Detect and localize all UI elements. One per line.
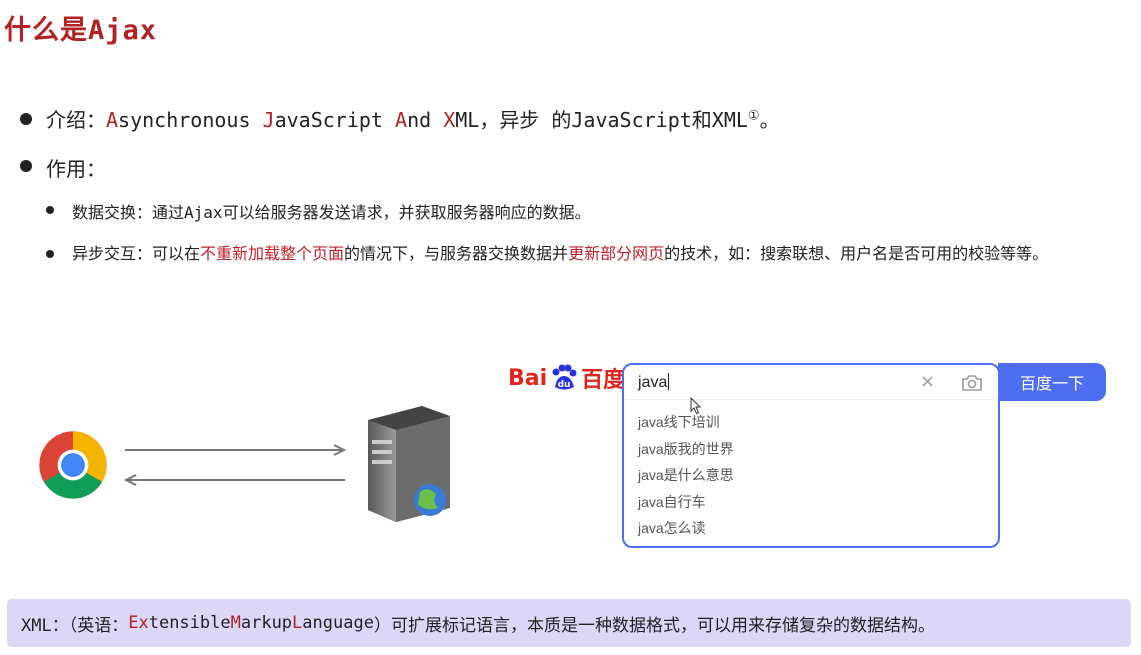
baidu-logo: Bai du 百度 xyxy=(508,362,625,394)
chrome-icon xyxy=(39,431,107,499)
mouse-cursor-icon xyxy=(690,397,702,415)
camera-icon[interactable] xyxy=(960,371,984,395)
data-exchange-bullet: 数据交换：通过Ajax可以给服务器发送请求，并获取服务器响应的数据。 xyxy=(46,199,591,223)
intro-suffix: 异步 的JavaScript和XML xyxy=(499,108,748,132)
intro-end: 。 xyxy=(759,108,780,132)
text-caret xyxy=(668,373,670,390)
footer-word-language: anguage xyxy=(302,613,374,633)
bullet-dot xyxy=(46,250,54,258)
title-en: Ajax xyxy=(88,15,158,46)
intro-word-ml: ML， xyxy=(455,108,500,132)
bullet-dot xyxy=(20,160,32,172)
suggestion-item[interactable]: java版我的世界 xyxy=(638,440,734,457)
async-label: 异步交互： xyxy=(72,244,153,263)
data-exchange-text: 数据交换：通过Ajax可以给服务器发送请求，并获取服务器响应的数据。 xyxy=(72,199,591,223)
intro-word-and: nd xyxy=(407,108,444,132)
async-bullet: 异步交互：可以在不重新加载整个页面的情况下，与服务器交换数据并更新部分网页的技术… xyxy=(46,238,1116,270)
baidu-logo-cn: 百度 xyxy=(581,368,626,393)
footer-word-tensible: tensible xyxy=(148,613,231,633)
page-title: 什么是Ajax xyxy=(4,8,157,47)
request-response-arrows xyxy=(123,444,347,486)
bullet-dot xyxy=(46,206,54,214)
title-cn: 什么是 xyxy=(4,15,88,46)
data-exchange-text-a: 通过 xyxy=(152,203,185,222)
async-t2: 的情况下，与服务器交换数据并 xyxy=(344,244,569,263)
intro-word-javascript: avaScript xyxy=(274,108,396,132)
footer-suffix: ）可扩展标记语言，本质是一种数据格式，可以用来存储复杂的数据结构。 xyxy=(373,615,935,636)
async-t1: 可以在 xyxy=(152,244,201,263)
server-icon xyxy=(368,406,450,522)
intro-bullet: 介绍：Asynchronous JavaScript And XML，异步 的J… xyxy=(20,104,780,133)
intro-letter-j: J xyxy=(262,108,275,132)
intro-text: 介绍：Asynchronous JavaScript And XML，异步 的J… xyxy=(46,104,780,133)
async-highlight-1: 不重新加载整个页面 xyxy=(200,244,345,263)
usage-bullet: 作用： xyxy=(20,153,106,182)
usage-label: 作用： xyxy=(46,157,106,181)
intro-label: 介绍： xyxy=(46,108,106,132)
suggestion-item[interactable]: java怎么读 xyxy=(638,520,706,536)
intro-word-asynchronous: synchronous xyxy=(118,108,263,132)
baidu-logo-bai: Bai xyxy=(508,365,548,391)
data-exchange-ajax: Ajax xyxy=(184,203,223,222)
footer-word-markup: arkup xyxy=(240,613,293,633)
bullet-dot xyxy=(20,113,32,125)
data-exchange-text-b: 可以给服务器发送请求，并获取服务器响应的数据。 xyxy=(222,203,591,222)
footer-letter-x: x xyxy=(138,613,149,633)
search-box[interactable]: java × java线下培训 java版我的世界 java是什么意思 java… xyxy=(622,363,1000,548)
footer-letter-e: E xyxy=(128,613,139,633)
suggestion-item[interactable]: java线下培训 xyxy=(638,414,720,430)
paw-icon: du xyxy=(552,364,577,390)
suggestion-item[interactable]: java是什么意思 xyxy=(638,467,734,483)
footnote-mark: ① xyxy=(747,108,760,124)
search-input[interactable]: java xyxy=(638,373,670,392)
baidu-logo-du: du xyxy=(558,380,571,390)
suggestion-item[interactable]: java自行车 xyxy=(638,493,706,510)
suggestion-list: java线下培训 java版我的世界 java是什么意思 java自行车 jav… xyxy=(638,409,734,542)
search-query: java xyxy=(638,374,668,391)
footer-prefix: XML：（英语： xyxy=(21,615,129,636)
async-text: 异步交互：可以在不重新加载整个页面的情况下，与服务器交换数据并更新部分网页的技术… xyxy=(72,238,1048,270)
async-highlight-2: 更新部分网页 xyxy=(568,244,665,263)
data-exchange-label: 数据交换： xyxy=(72,203,153,222)
clear-icon[interactable]: × xyxy=(920,371,936,392)
search-divider xyxy=(624,399,998,400)
intro-letter-a: A xyxy=(106,108,119,132)
async-t3: 的技术，如：搜索联想、用户名是否可用的校验等等。 xyxy=(664,244,1049,263)
intro-letter-a2: A xyxy=(395,108,408,132)
footer-letter-m: M xyxy=(230,613,241,633)
intro-letter-x: X xyxy=(443,108,456,132)
footer-letter-l: L xyxy=(292,613,303,633)
search-button[interactable]: 百度一下 xyxy=(998,363,1106,401)
